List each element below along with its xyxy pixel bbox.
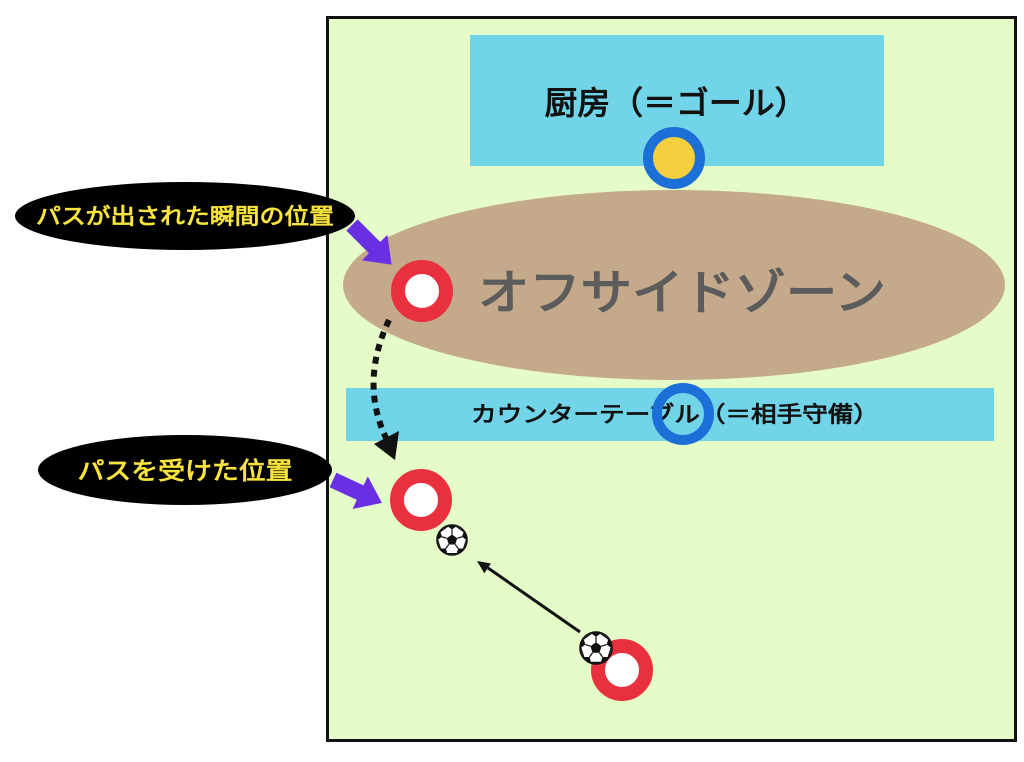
goalkeeper-marker xyxy=(643,127,705,189)
defense-line-label: カウンターテーブル（＝相手守備） xyxy=(471,402,879,428)
dotted-arrow-head xyxy=(374,431,399,460)
pass-arrow-head xyxy=(477,561,491,574)
defender-marker xyxy=(652,383,714,445)
offside-zone-label: オフサイドゾーン xyxy=(478,265,886,321)
callout-label: パスが出された瞬間の位置 xyxy=(36,204,334,230)
player-marker-received xyxy=(390,469,452,531)
callout-pass-moment: パスが出された瞬間の位置 xyxy=(15,182,355,250)
callout-received: パスを受けた位置 xyxy=(38,435,332,505)
callout-bubble xyxy=(38,435,332,505)
pointer-arrow-icon xyxy=(329,472,382,509)
player-marker-passer xyxy=(591,639,653,701)
goal-area-label: 厨房（＝ゴール） xyxy=(545,84,808,122)
offside-zone xyxy=(343,190,1005,380)
pointer-arrow-icon xyxy=(346,219,392,265)
player-marker-pass-moment xyxy=(391,260,453,322)
callout-bubble xyxy=(15,182,355,250)
dotted-curved-arrow-icon xyxy=(370,318,392,440)
pass-arrow xyxy=(487,566,581,634)
callout-label: パスを受けた位置 xyxy=(78,457,293,485)
